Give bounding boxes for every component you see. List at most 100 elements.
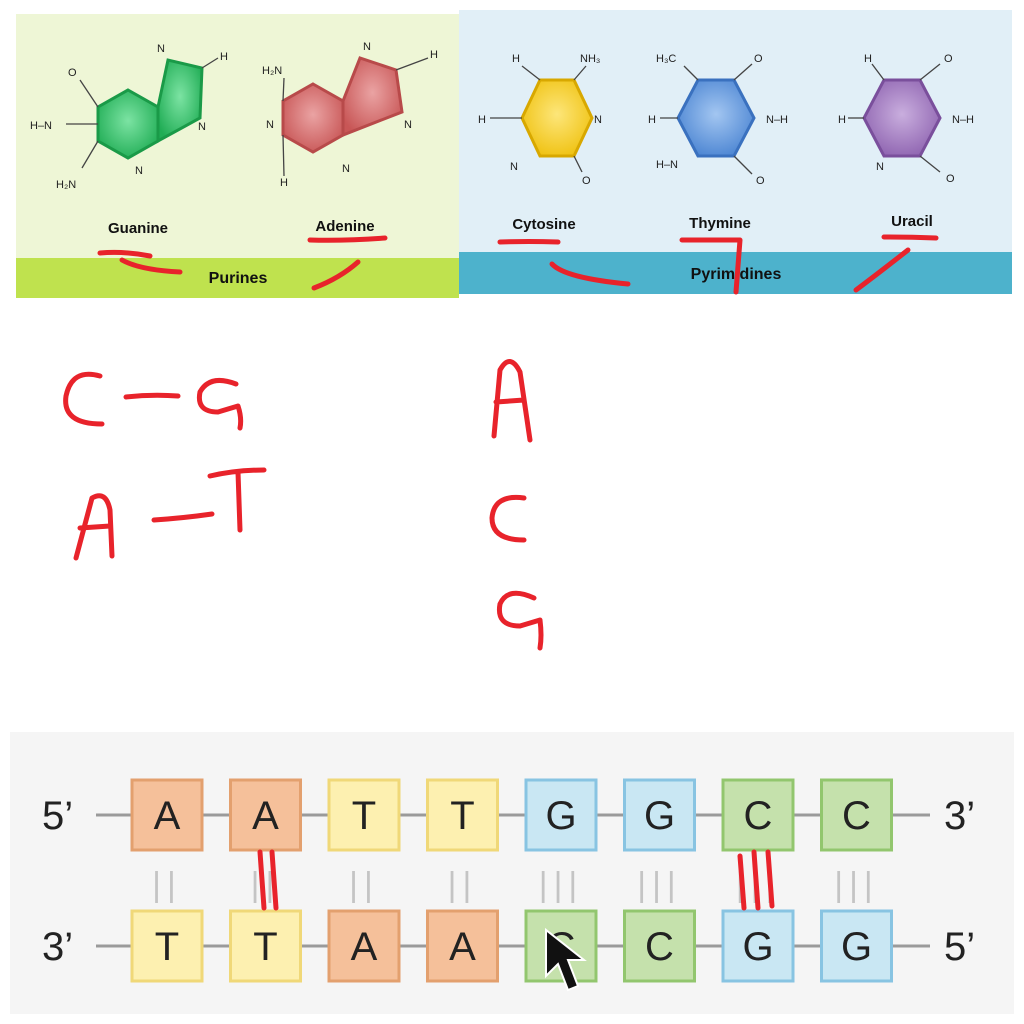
ink-arrow-adenine bbox=[311, 259, 361, 291]
ink-underline-thymine bbox=[679, 237, 743, 295]
dna-base-box: G bbox=[524, 778, 598, 852]
cytosine-atom-h-left: H bbox=[478, 114, 486, 126]
adenine-atom-h2n: H₂N bbox=[262, 65, 282, 77]
thymine-atom-hn: H–N bbox=[656, 159, 678, 171]
mouse-cursor-icon bbox=[545, 927, 587, 992]
guanine-atom-hn: H–N bbox=[30, 120, 52, 132]
dna-base-letter: G bbox=[545, 794, 576, 838]
ink-single-c bbox=[489, 494, 527, 543]
strand-bottom-left-end: 3’ bbox=[42, 925, 73, 969]
thymine-atom-h3c: H₃C bbox=[656, 53, 676, 65]
guanine-atom-n-bottom: N bbox=[135, 165, 143, 177]
uracil-atom-o-bottom: O bbox=[946, 173, 955, 185]
thymine-atom-h-left: H bbox=[648, 114, 656, 126]
hydrogen-bond-marks: |||||||||||||||||||| bbox=[152, 866, 879, 904]
dna-base-letter: A bbox=[154, 794, 181, 838]
thymine-atom-nh: N–H bbox=[766, 114, 788, 126]
dna-base-letter: A bbox=[351, 925, 378, 969]
hydrogen-bond-mark: || bbox=[152, 866, 182, 904]
dna-base-box: G bbox=[721, 909, 795, 983]
dna-base-box: C bbox=[623, 909, 696, 983]
dna-base-tile bbox=[327, 778, 401, 852]
adenine-atom-n-top: N bbox=[363, 41, 371, 53]
dna-base-letter: C bbox=[744, 794, 773, 838]
guanine-label: Guanine bbox=[108, 220, 168, 237]
dna-base-letter: G bbox=[841, 925, 872, 969]
handwritten-pair-at bbox=[73, 467, 267, 561]
thymine-atom-o-top: O bbox=[754, 53, 763, 65]
thymine-atom-o-bottom: O bbox=[756, 175, 765, 187]
dna-base-tile bbox=[327, 909, 401, 983]
adenine-atom-n-right: N bbox=[404, 119, 412, 131]
panel-ink-annotations bbox=[97, 234, 939, 295]
ink-letter-a bbox=[73, 493, 115, 561]
handwritten-pair-cg bbox=[63, 371, 244, 431]
adenine-atom-h: H bbox=[280, 177, 288, 189]
cytosine-label: Cytosine bbox=[512, 216, 575, 233]
thymine-label: Thymine bbox=[689, 215, 751, 232]
purines-panel-bg bbox=[16, 14, 459, 258]
uracil-atom-o-top: O bbox=[944, 53, 953, 65]
dna-base-tile bbox=[130, 909, 204, 983]
dna-base-tile bbox=[130, 778, 204, 852]
ink-double-bond-2 bbox=[257, 849, 279, 911]
dna-base-tile bbox=[623, 909, 696, 983]
ink-letter-t bbox=[207, 467, 267, 533]
dna-base-box: T bbox=[327, 778, 401, 852]
ink-underline-cytosine bbox=[497, 239, 561, 245]
guanine-five-ring bbox=[156, 58, 204, 144]
cytosine-molecule: H NH₃ H N N O Cytosine bbox=[478, 53, 602, 233]
ink-underline-adenine bbox=[307, 235, 388, 243]
cytosine-atom-n-right: N bbox=[594, 114, 602, 126]
hydrogen-bond-mark: || bbox=[448, 866, 478, 904]
strand-bottom: TTAACCGG bbox=[130, 909, 893, 983]
dna-base-tile bbox=[229, 778, 302, 852]
ink-underline-guanine bbox=[97, 249, 153, 259]
strand-bottom-right-end: 5’ bbox=[944, 925, 975, 969]
ink-arrow-uracil bbox=[853, 247, 911, 293]
ink-underline-uracil bbox=[881, 234, 939, 241]
uracil-atom-h-left: H bbox=[838, 114, 846, 126]
ink-arrow-cytosine bbox=[549, 261, 631, 287]
adenine-atom-h-right: H bbox=[430, 49, 438, 61]
dna-base-box: T bbox=[229, 909, 302, 983]
cytosine-atom-n-bottom: N bbox=[510, 161, 518, 173]
strand-top-left-end: 5’ bbox=[42, 794, 73, 838]
dna-base-letter: T bbox=[253, 925, 277, 969]
dna-base-box: G bbox=[623, 778, 696, 852]
dna-base-tile bbox=[721, 909, 795, 983]
adenine-atom-n-bottom: N bbox=[342, 163, 350, 175]
dna-base-letter: C bbox=[842, 794, 871, 838]
uracil-label: Uracil bbox=[891, 213, 933, 230]
dna-base-box: G bbox=[820, 909, 893, 983]
hydrogen-bond-mark: ||| bbox=[539, 866, 584, 904]
dna-base-box: T bbox=[426, 778, 499, 852]
purines-group-bar bbox=[16, 258, 459, 298]
dna-base-letter: T bbox=[352, 794, 376, 838]
guanine-molecule: O H–N H₂N N N H N Guanine bbox=[30, 43, 228, 237]
ink-triple-bond-7 bbox=[737, 849, 775, 911]
adenine-five-ring bbox=[341, 56, 404, 138]
uracil-atom-nh: N–H bbox=[952, 114, 974, 126]
dna-base-letter: T bbox=[155, 925, 179, 969]
cytosine-atom-o: O bbox=[582, 175, 591, 187]
hydrogen-bond-mark: || bbox=[349, 866, 379, 904]
ink-letter-g bbox=[196, 377, 244, 431]
uracil-molecule: H O H N–H N O Uracil bbox=[838, 53, 974, 230]
hydrogen-bond-mark: ||| bbox=[834, 866, 879, 904]
dna-base-letter: T bbox=[450, 794, 474, 838]
adenine-label: Adenine bbox=[315, 218, 374, 235]
dna-base-box: A bbox=[229, 778, 302, 852]
uracil-atom-h-top: H bbox=[864, 53, 872, 65]
strand-top-right-end: 3’ bbox=[944, 794, 975, 838]
dna-base-letter: C bbox=[645, 925, 674, 969]
dna-base-tile bbox=[820, 909, 893, 983]
guanine-atom-h2n: H₂N bbox=[56, 179, 76, 191]
guanine-atom-o: O bbox=[68, 67, 77, 79]
ink-arrow-guanine bbox=[119, 257, 183, 275]
dna-base-box: A bbox=[426, 909, 499, 983]
dna-base-box: A bbox=[327, 909, 401, 983]
